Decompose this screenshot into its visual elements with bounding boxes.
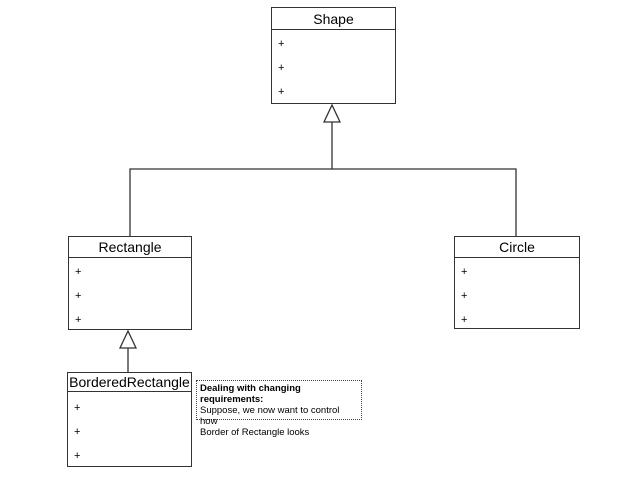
- class-body-rectangle: + + +: [69, 258, 191, 332]
- class-member: +: [278, 62, 285, 74]
- class-title-bordered-rectangle: BorderedRectangle: [68, 374, 191, 392]
- class-member: +: [461, 290, 468, 302]
- connector-branch-rectangle-circle: [129, 168, 517, 236]
- class-body-bordered-rectangle: + + +: [68, 392, 191, 468]
- inheritance-arrowhead-rectangle: [118, 329, 138, 349]
- class-body-circle: + + +: [455, 258, 579, 332]
- note-title: Dealing with changing requirements:: [200, 383, 301, 405]
- class-member: +: [278, 38, 285, 50]
- note-line: Suppose, we now want to control how: [200, 405, 340, 427]
- inheritance-arrowhead-shape: [322, 103, 342, 123]
- class-body-shape: + + +: [272, 30, 395, 104]
- class-member: +: [278, 86, 285, 98]
- note-box: Dealing with changing requirements: Supp…: [196, 380, 362, 438]
- generalization-rectangle-connector: [118, 329, 138, 372]
- class-circle: Circle + + +: [454, 236, 580, 329]
- note-line: Border of Rectangle looks: [200, 427, 310, 438]
- class-shape: Shape + + +: [271, 7, 396, 104]
- class-member: +: [74, 426, 81, 438]
- class-member: +: [74, 450, 81, 462]
- class-member: +: [461, 266, 468, 278]
- class-member: +: [74, 402, 81, 414]
- class-title-circle: Circle: [455, 237, 579, 258]
- class-member: +: [75, 290, 82, 302]
- class-member: +: [75, 266, 82, 278]
- class-title-rectangle: Rectangle: [69, 237, 191, 258]
- class-member: +: [461, 314, 468, 326]
- class-bordered-rectangle: BorderedRectangle + + +: [67, 372, 192, 467]
- class-title-shape: Shape: [272, 8, 395, 30]
- class-member: +: [75, 314, 82, 326]
- generalization-shape-connector: [129, 103, 517, 236]
- class-rectangle: Rectangle + + +: [68, 236, 192, 330]
